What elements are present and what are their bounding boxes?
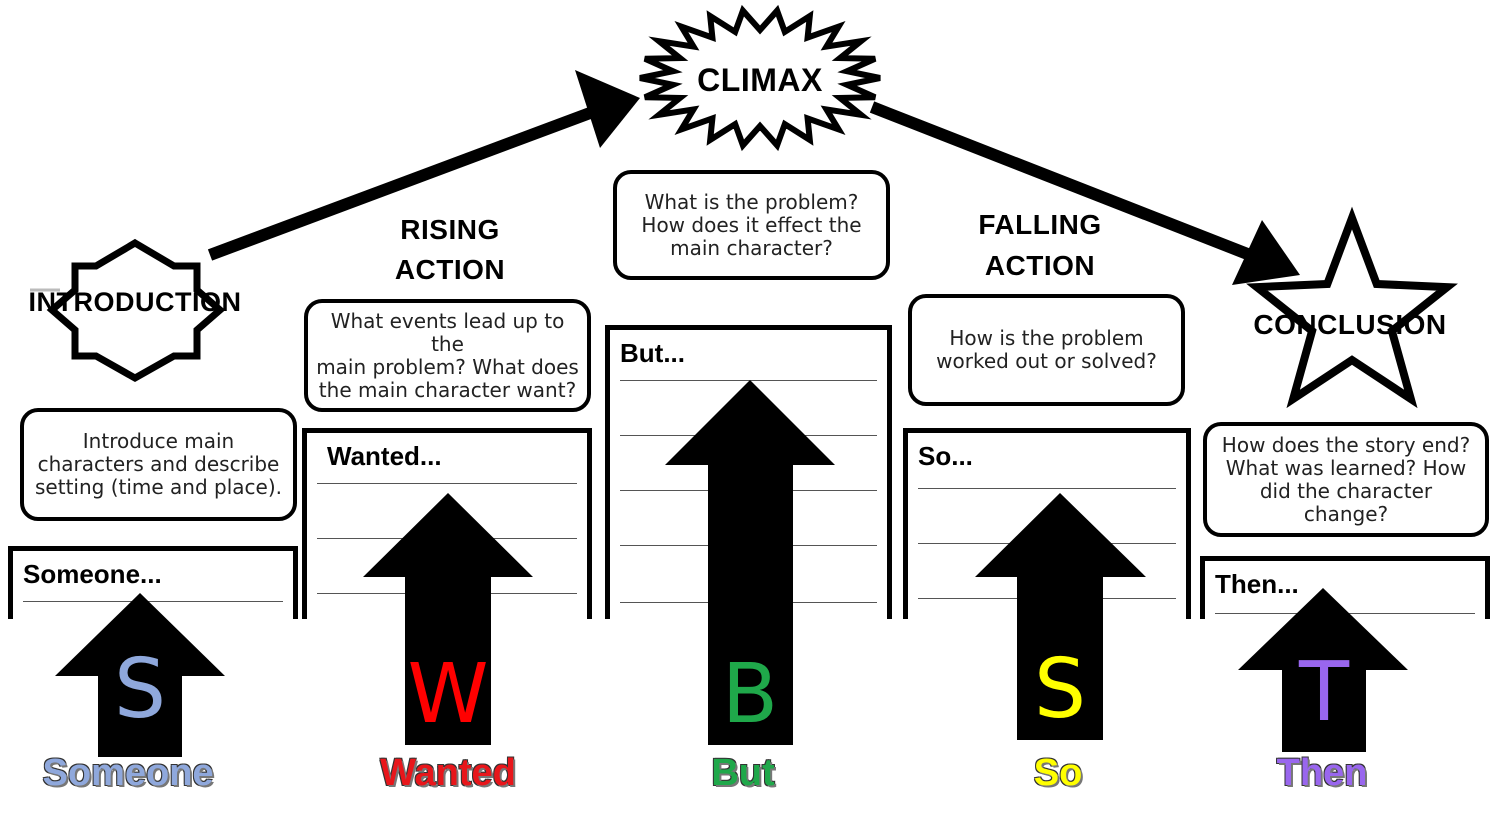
bottom-word-then: Then [1276,752,1368,794]
falling-action-heading-line1: FALLING [978,209,1102,240]
up-arrow-icon [975,493,1146,740]
then-writing-box[interactable]: Then... [1200,556,1490,619]
up-arrow-icon [363,493,533,745]
someone-writing-box[interactable]: Someone... [8,546,298,619]
climax-burst-icon [639,4,881,152]
so-label: So... [918,441,973,471]
up-arrow-icon [1238,588,1408,752]
letter-t-then: T [1298,645,1350,740]
introduction-star-icon [46,238,226,383]
letter-s-so: S [1033,642,1087,737]
letter-b-but: B [721,647,779,742]
but-label: But... [620,338,685,368]
bottom-word-but: But [711,752,775,794]
wanted-label: Wanted... [327,441,442,471]
rising-action-heading-line2: ACTION [394,254,506,285]
rising-action-question-box: What events lead up to the main problem?… [304,299,591,412]
letter-s-someone: S [113,642,167,737]
writing-line [317,483,577,484]
then-label: Then... [1215,569,1299,599]
falling-action-heading-line2: ACTION [984,250,1096,281]
falling-arrow [869,101,1300,285]
bottom-word-wanted: Wanted [380,752,516,794]
climax-question-box: What is the problem? How does it effect … [613,170,890,280]
up-arrow-icon [665,380,835,745]
introduction-heading: INTRODUCTION [28,287,242,317]
falling-action-question-box: How is the problem worked out or solved? [908,294,1185,406]
introduction-question-box: Introduce main characters and describe s… [20,408,297,521]
rising-arrow [207,70,640,261]
conclusion-heading: CONCLUSION [1253,309,1447,340]
someone-label: Someone... [23,559,162,589]
writing-line [918,488,1176,489]
bottom-word-so: So [1033,752,1083,794]
writing-line [620,380,877,381]
rising-action-heading-line1: RISING [400,214,500,245]
conclusion-star-icon [1246,206,1458,409]
letter-w-wanted: W [407,647,489,742]
conclusion-question-box: How does the story end? What was learned… [1203,422,1489,537]
bottom-word-someone: Someone [42,752,214,794]
climax-heading: CLIMAX [697,62,823,98]
writing-line [23,601,283,602]
up-arrow-icon [55,593,225,757]
